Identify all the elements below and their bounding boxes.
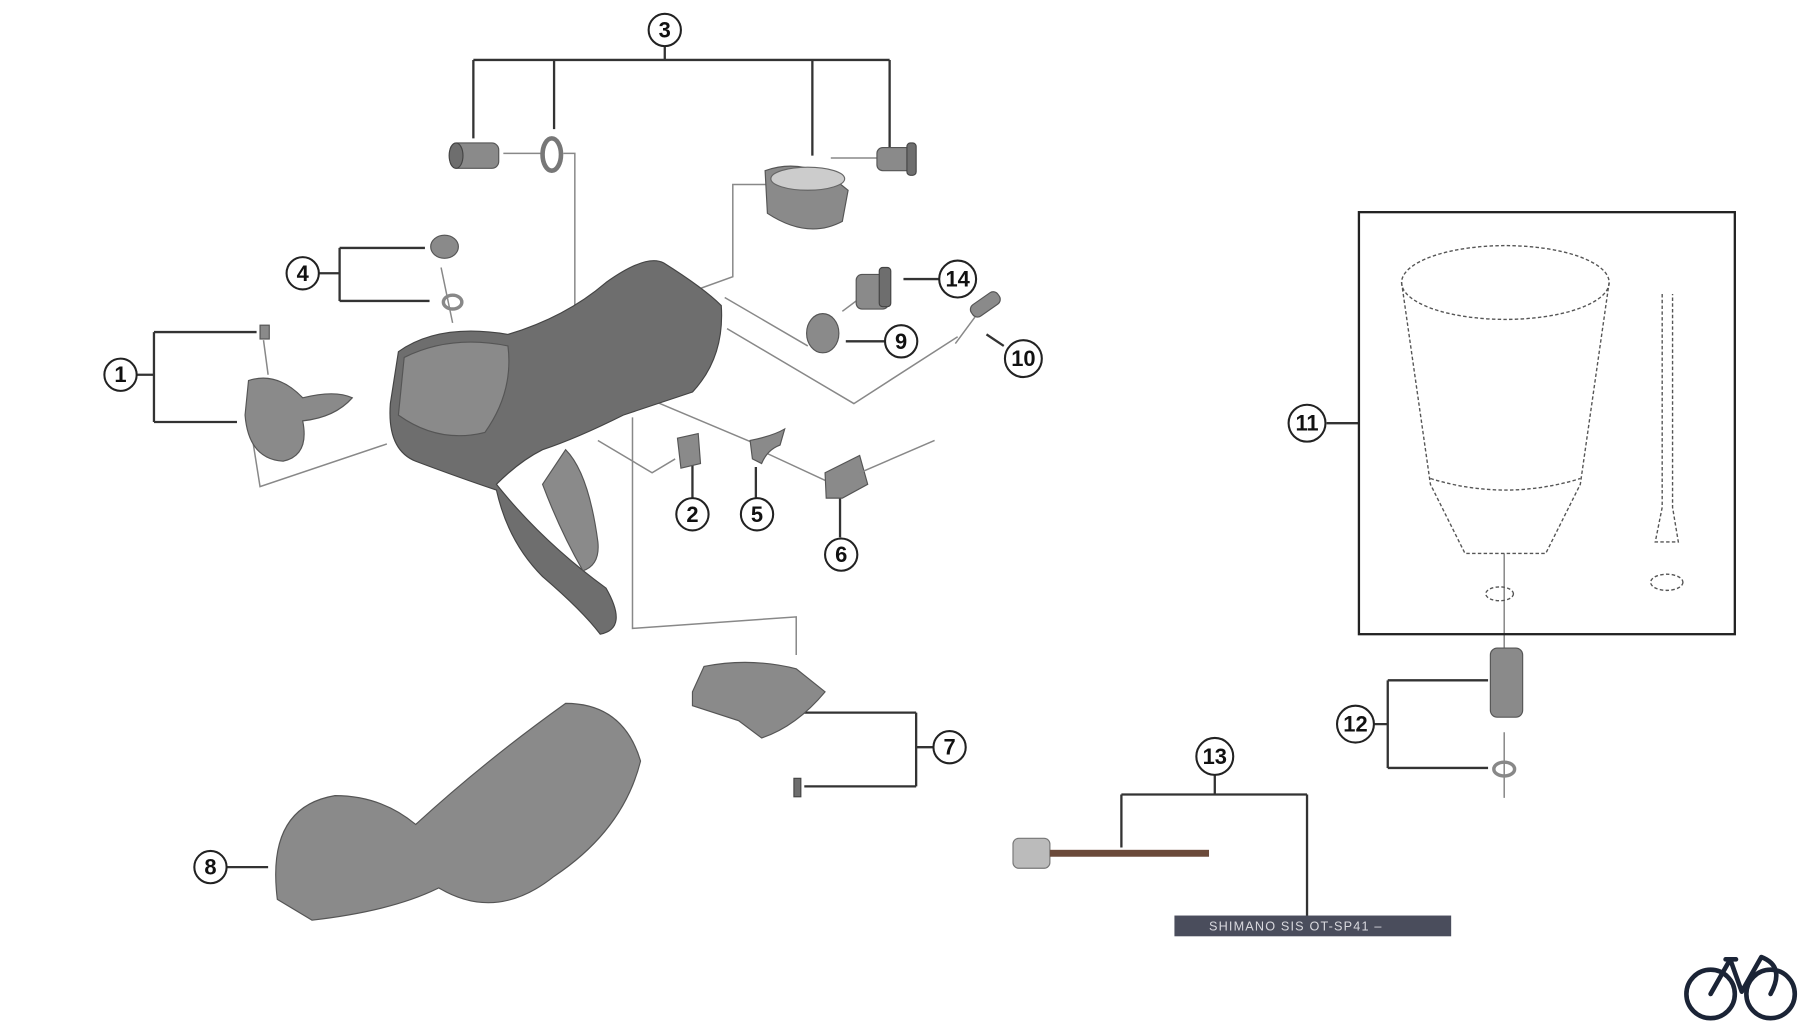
svg-text:11: 11 bbox=[1295, 411, 1318, 436]
part-10-cable-end bbox=[954, 291, 1001, 345]
callout-4: 4 bbox=[285, 256, 320, 291]
part-6-plate bbox=[824, 439, 935, 499]
part-3-washer bbox=[540, 136, 564, 173]
callout-10: 10 bbox=[1003, 339, 1043, 379]
callout-6: 6 bbox=[824, 537, 859, 572]
callout-14: 14 bbox=[938, 259, 978, 299]
bicycle-logo-icon bbox=[1684, 954, 1798, 1021]
svg-text:8: 8 bbox=[204, 855, 216, 880]
part-4-cap bbox=[430, 234, 464, 311]
part-7-base-cover bbox=[691, 661, 826, 798]
callout-3: 3 bbox=[647, 12, 682, 48]
svg-text:3: 3 bbox=[659, 17, 671, 42]
part-9-spacer bbox=[806, 313, 840, 354]
part-3-nut bbox=[876, 142, 917, 176]
part-8-hood bbox=[275, 702, 642, 921]
svg-text:12: 12 bbox=[1343, 712, 1367, 737]
callout-2: 2 bbox=[675, 497, 710, 532]
part-13-inner-cable bbox=[1012, 837, 1210, 869]
callout-11: 11 bbox=[1287, 403, 1327, 443]
part-11-bleed-kit bbox=[1357, 211, 1736, 636]
svg-text:5: 5 bbox=[751, 502, 763, 527]
callout-5: 5 bbox=[739, 497, 775, 532]
part-12-funnel-adapter bbox=[1489, 647, 1524, 778]
leader-lines bbox=[136, 43, 1489, 917]
part-2-clip bbox=[676, 432, 702, 469]
part-13-outer-casing: SHIMANO SIS OT-SP41 – bbox=[1174, 915, 1452, 937]
part-14-adjuster bbox=[855, 266, 892, 310]
callout-12: 12 bbox=[1335, 704, 1375, 744]
part-3-bolt bbox=[448, 142, 500, 169]
svg-text:14: 14 bbox=[945, 267, 970, 292]
svg-text:10: 10 bbox=[1011, 346, 1035, 371]
callout-13: 13 bbox=[1195, 736, 1235, 776]
svg-text:6: 6 bbox=[835, 542, 847, 567]
callout-8: 8 bbox=[193, 849, 228, 885]
callout-7: 7 bbox=[932, 730, 967, 765]
cable-label: SHIMANO SIS OT-SP41 – bbox=[1209, 920, 1383, 934]
part-1-lever bbox=[244, 324, 354, 462]
part-3-clamp-band bbox=[764, 165, 849, 230]
svg-text:13: 13 bbox=[1203, 744, 1227, 769]
callout-1: 1 bbox=[103, 357, 138, 392]
part-5-pawl bbox=[749, 427, 786, 465]
callout-9: 9 bbox=[883, 324, 919, 359]
svg-text:7: 7 bbox=[943, 735, 955, 760]
svg-text:2: 2 bbox=[686, 502, 698, 527]
svg-text:9: 9 bbox=[895, 329, 907, 354]
part-main-body bbox=[389, 260, 723, 635]
svg-text:1: 1 bbox=[114, 362, 126, 387]
svg-text:4: 4 bbox=[297, 261, 310, 286]
